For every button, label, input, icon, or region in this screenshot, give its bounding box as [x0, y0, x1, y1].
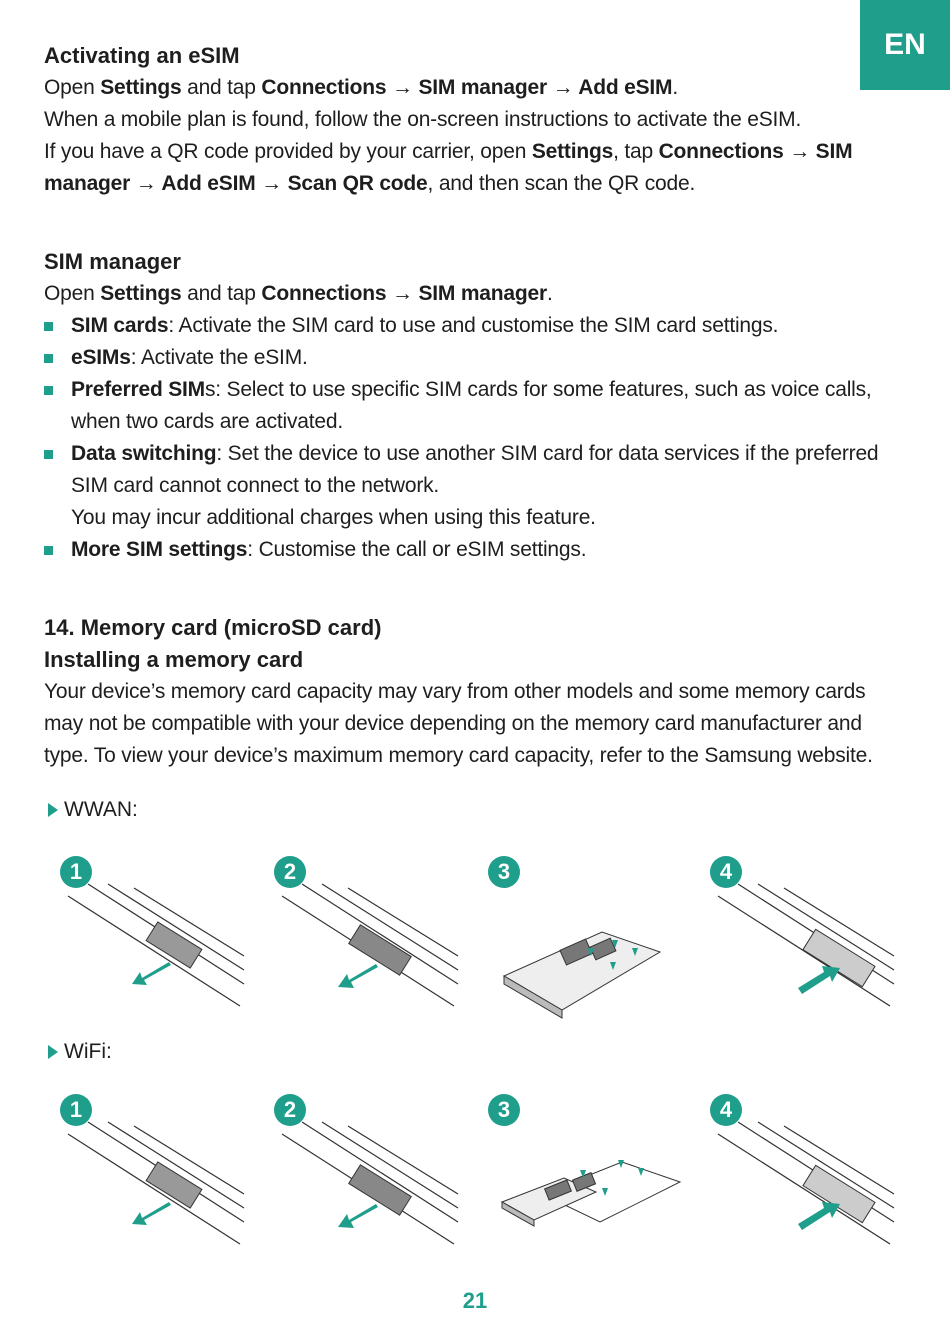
- wifi-step-2: 2: [258, 1082, 468, 1272]
- step-number: 3: [488, 856, 520, 888]
- wwan-label: WWAN:: [44, 794, 138, 826]
- pull-tray-illustration: [281, 1121, 459, 1245]
- wwan-steps: 1 2 3: [44, 844, 904, 1034]
- triangle-icon: [48, 803, 58, 817]
- page-content: Activating an eSIM Open Settings and tap…: [44, 40, 904, 772]
- step-number: 2: [274, 856, 306, 888]
- wwan-step-4: 4: [694, 844, 904, 1034]
- esim-line-1: Open Settings and tap Connections → SIM …: [44, 76, 678, 99]
- sim-manager-intro: Open Settings and tap Connections → SIM …: [44, 282, 553, 305]
- sim-manager-list: SIM cards: Activate the SIM card to use …: [44, 310, 904, 566]
- step-number: 4: [710, 856, 742, 888]
- page-number: 21: [462, 1288, 488, 1313]
- wwan-step-3: 3: [472, 844, 682, 1034]
- esim-heading: Activating an eSIM: [44, 43, 240, 68]
- wifi-step-4: 4: [694, 1082, 904, 1272]
- esim-line-3: If you have a QR code provided by your c…: [44, 140, 853, 195]
- bullet-icon: [44, 322, 53, 331]
- bullet-icon: [44, 386, 53, 395]
- push-tray-illustration: [717, 883, 895, 1007]
- sim-manager-heading: SIM manager: [44, 249, 181, 274]
- bullet-icon: [44, 354, 53, 363]
- list-item: SIM cards: Activate the SIM card to use …: [44, 310, 904, 342]
- wifi-label: WiFi:: [44, 1036, 112, 1068]
- list-item: More SIM settings: Customise the call or…: [44, 534, 904, 566]
- step-number: 1: [60, 1094, 92, 1126]
- list-item: Preferred SIMs: Select to use specific S…: [44, 374, 904, 438]
- memory-card-heading: 14. Memory card (microSD card): [44, 615, 382, 640]
- language-tab: EN: [860, 0, 950, 90]
- list-item: Data switching: Set the device to use an…: [44, 438, 904, 534]
- memory-card-subheading: Installing a memory card: [44, 647, 304, 672]
- wifi-step-3: 3: [472, 1082, 682, 1272]
- remove-tray-illustration: [67, 1121, 245, 1245]
- insert-card-illustration: [502, 931, 662, 1019]
- triangle-icon: [48, 1045, 58, 1059]
- list-item-note: You may incur additional charges when us…: [71, 506, 596, 529]
- list-item: eSIMs: Activate the eSIM.: [44, 342, 904, 374]
- esim-line-2: When a mobile plan is found, follow the …: [44, 108, 802, 131]
- bullet-icon: [44, 450, 53, 459]
- wwan-step-1: 1: [44, 844, 254, 1034]
- step-number: 1: [60, 856, 92, 888]
- wifi-step-1: 1: [44, 1082, 254, 1272]
- pull-tray-illustration: [281, 883, 459, 1007]
- push-tray-illustration: [717, 1121, 895, 1245]
- wifi-steps: 1 2 3: [44, 1082, 904, 1272]
- bullet-icon: [44, 546, 53, 555]
- wwan-step-2: 2: [258, 844, 468, 1034]
- memory-card-body: Your device’s memory card capacity may v…: [44, 680, 873, 767]
- step-number: 2: [274, 1094, 306, 1126]
- step-number: 4: [710, 1094, 742, 1126]
- insert-card-illustration: [500, 1160, 682, 1227]
- step-number: 3: [488, 1094, 520, 1126]
- remove-tray-illustration: [67, 883, 245, 1007]
